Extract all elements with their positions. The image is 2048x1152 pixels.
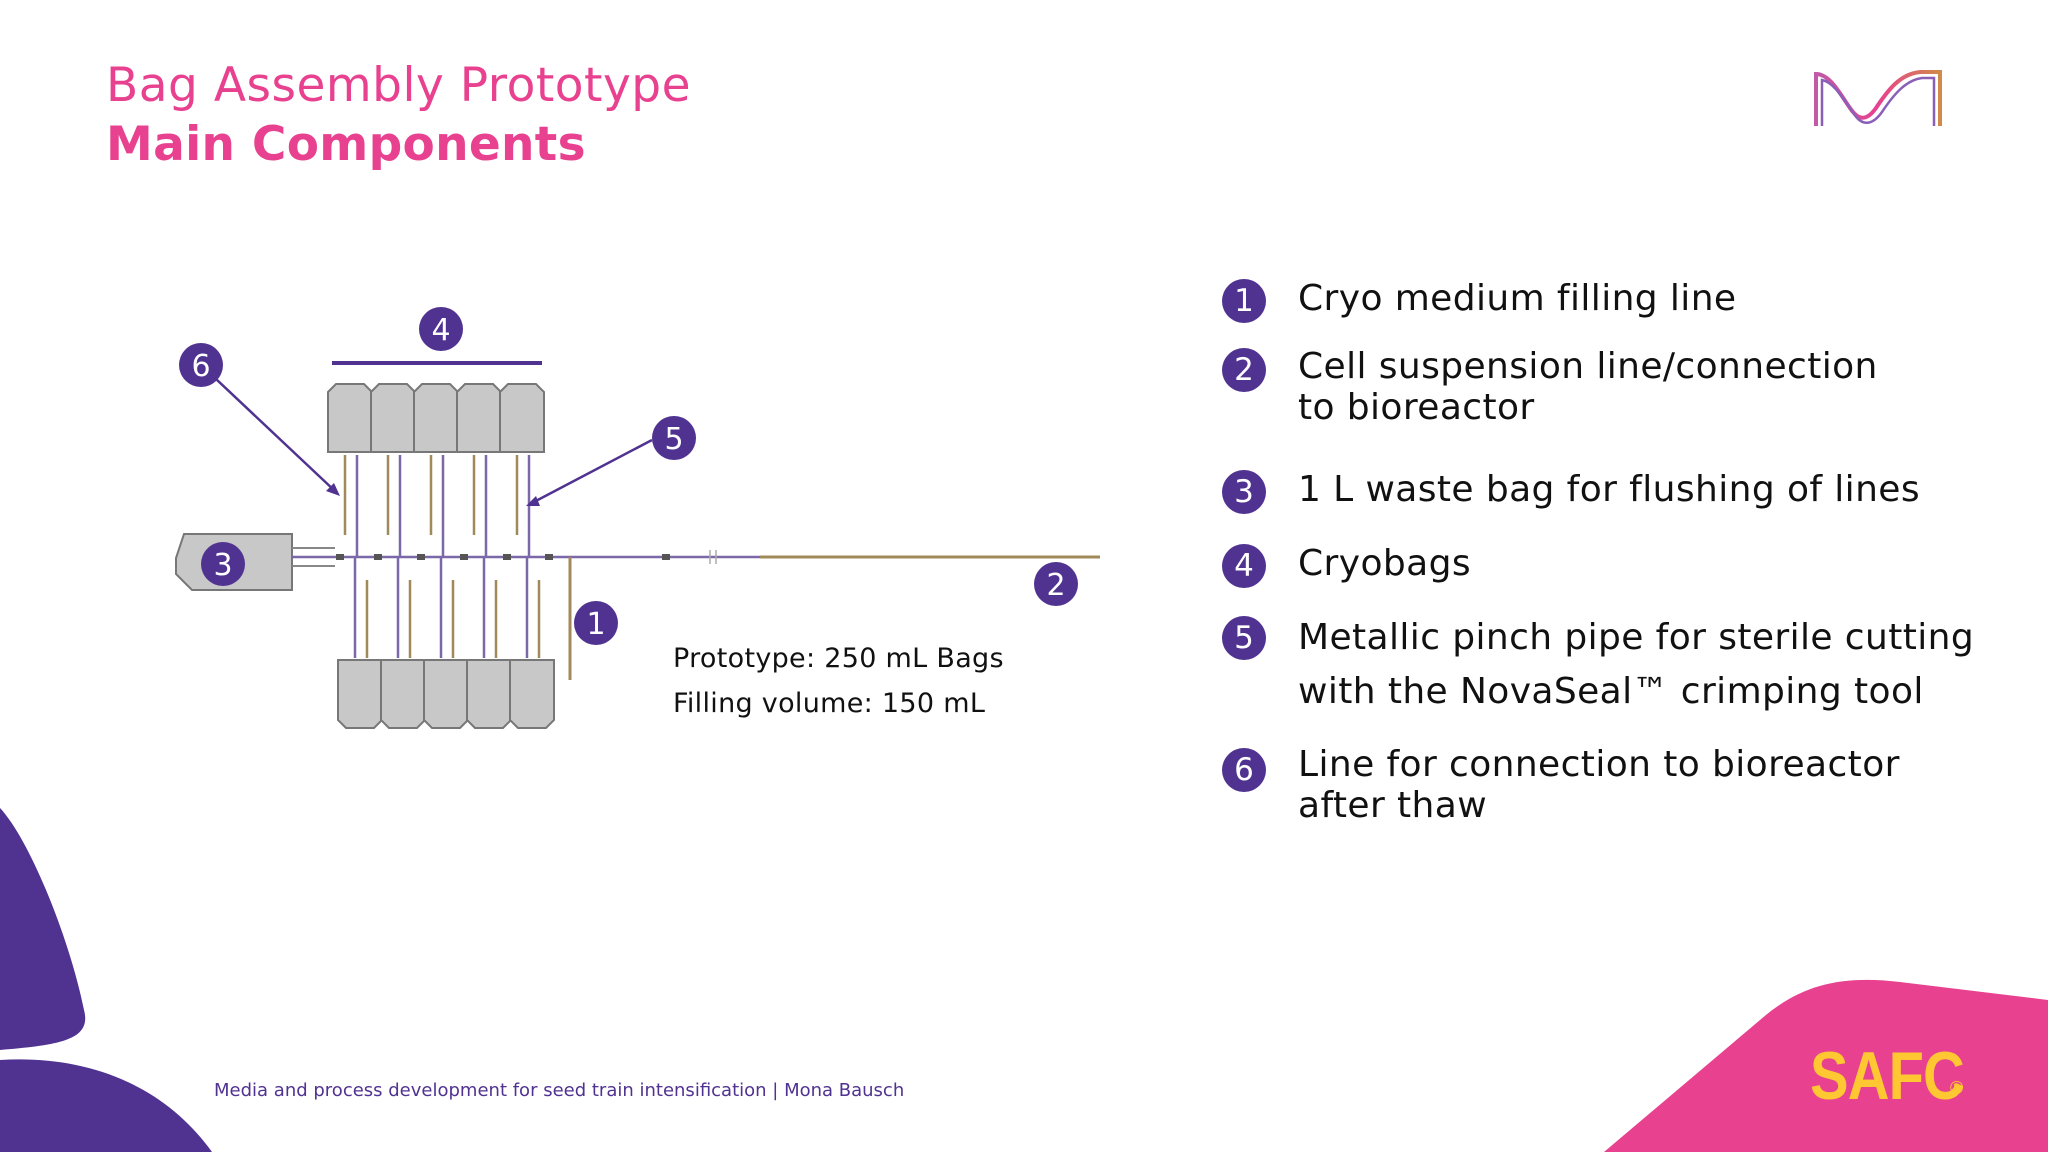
cryobag-icon xyxy=(337,659,383,729)
top-tubes xyxy=(343,455,531,557)
callout-label: 4 xyxy=(431,313,450,348)
slide-subtitle: Main Components xyxy=(106,117,586,172)
brand-logo: SAFC xyxy=(1810,1038,1965,1114)
callout-5-arrow xyxy=(531,438,653,505)
bottom-cryobags xyxy=(337,659,555,729)
cryobag-icon xyxy=(327,383,373,453)
legend-item-text: Metallic pinch pipe for sterile cutting … xyxy=(1298,611,2018,719)
prototype-label: Prototype: 250 mL Bags xyxy=(673,643,1004,674)
callout-badge-5: 5 xyxy=(652,416,696,460)
legend-number-badge: 1 xyxy=(1222,279,1266,323)
callout-6-arrow xyxy=(215,378,337,493)
cryobag-icon xyxy=(499,383,545,453)
cryobag-icon xyxy=(370,383,416,453)
manifold-clamps xyxy=(336,554,670,560)
cryobag-icon xyxy=(456,383,502,453)
legend-item-text: Line for connection to bioreactor after … xyxy=(1298,744,2018,826)
cryobag-icon xyxy=(466,659,512,729)
legend-line: after thaw xyxy=(1298,785,1488,826)
legend-item-text: Cell suspension line/connection to biore… xyxy=(1298,346,2018,428)
callout-badge-6: 6 xyxy=(179,343,223,387)
bottom-tubes xyxy=(353,557,541,658)
top-cryobags xyxy=(327,383,545,453)
legend-number-badge: 4 xyxy=(1222,544,1266,588)
legend-line: Cell suspension line/connection xyxy=(1298,346,1878,387)
callout-badge-3: 3 xyxy=(201,542,245,586)
callout-badge-1: 1 xyxy=(574,601,618,645)
callout-label: 3 xyxy=(213,548,232,583)
legend-item-text: Cryobags xyxy=(1298,543,2018,584)
legend-number-badge: 2 xyxy=(1222,348,1266,392)
callout-label: 6 xyxy=(191,349,210,384)
callout-label: 2 xyxy=(1046,568,1065,603)
legend-line: to bioreactor xyxy=(1298,387,1535,428)
purple-corner-shape xyxy=(0,808,86,1050)
purple-bottom-shape xyxy=(0,1059,212,1152)
pink-corner-shape xyxy=(1604,979,2048,1152)
legend-item-text: Cryo medium filling line xyxy=(1298,278,2018,319)
legend-number-badge: 3 xyxy=(1222,470,1266,514)
callout-label: 1 xyxy=(586,607,605,642)
legend-number-badge: 5 xyxy=(1222,616,1266,660)
legend-line: 1 L waste bag for flushing of lines xyxy=(1298,469,1921,510)
legend-line: with the NovaSeal™ crimping tool xyxy=(1298,671,1924,712)
filling-volume-label: Filling volume: 150 mL xyxy=(673,688,986,719)
cryobag-icon xyxy=(380,659,426,729)
legend-line: Line for connection to bioreactor xyxy=(1298,744,1900,785)
company-logo-icon xyxy=(1814,70,1942,126)
slide-title: Bag Assembly Prototype xyxy=(106,58,692,113)
legend-line: Metallic pinch pipe for sterile cutting xyxy=(1298,617,1975,658)
cryobag-icon xyxy=(423,659,469,729)
legend-item-text: 1 L waste bag for flushing of lines xyxy=(1298,469,2018,510)
legend-line: Cryo medium filling line xyxy=(1298,278,1737,319)
callout-badge-4: 4 xyxy=(419,307,463,351)
cryobag-icon xyxy=(509,659,555,729)
legend-line: Cryobags xyxy=(1298,543,1471,584)
callout-badge-2: 2 xyxy=(1034,562,1078,606)
callout-label: 5 xyxy=(664,422,683,457)
legend-number-badge: 6 xyxy=(1222,748,1266,792)
slide-footer: Media and process development for seed t… xyxy=(214,1080,905,1101)
registered-mark: ® xyxy=(1950,1078,1964,1098)
cryobag-icon xyxy=(413,383,459,453)
